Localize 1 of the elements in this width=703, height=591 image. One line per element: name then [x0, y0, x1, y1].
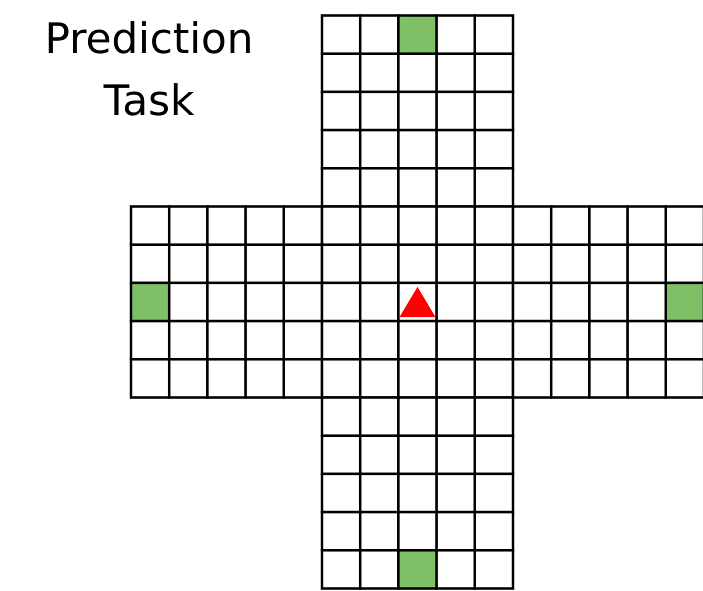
title: Prediction Task: [44, 13, 254, 127]
